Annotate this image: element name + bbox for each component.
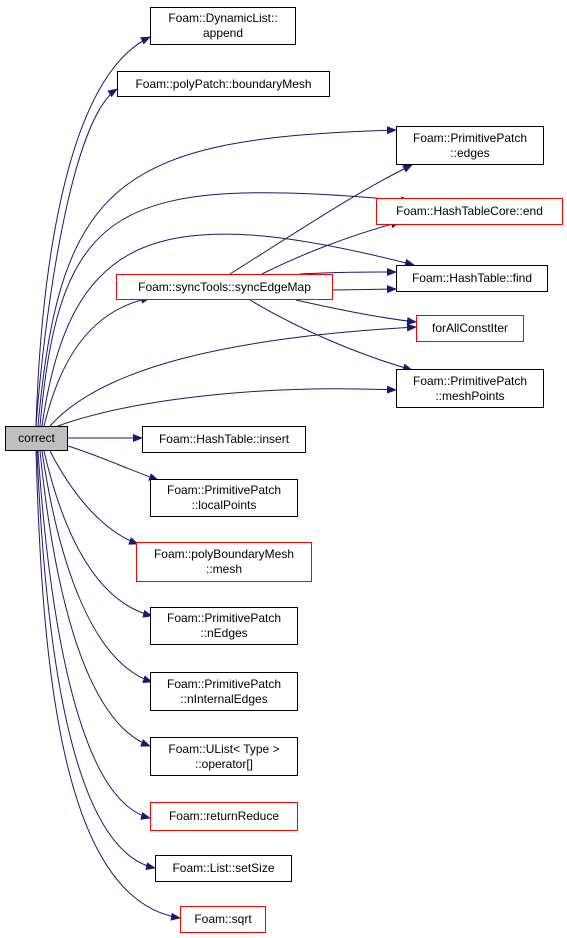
edge-correct-to-pbm-mesh [49,450,139,545]
node-label-line: forAllConstIter [431,321,509,335]
node-label-line: Foam::PrimitivePatch [166,676,282,691]
edge-correct-to-forallconstiter [49,323,417,427]
node-label-line: Foam::syncTools::syncEdgeMap [138,279,311,294]
edge-correct-to-prim-ninternaledges [41,450,153,683]
node-label-line: Foam::HashTable::insert [158,432,290,446]
node-prim-ninternaledges[interactable]: Foam::PrimitivePatch::nInternalEdges [150,672,298,711]
node-label-line: correct [18,431,55,445]
node-label-line: Foam::returnReduce [168,809,280,823]
edge-sync-edgemap-to-prim-edges [229,164,413,275]
node-ulist-operator[interactable]: Foam::UList< Type >::operator[] [150,737,298,776]
node-label-line: Foam::polyBoundaryMesh [153,547,295,561]
edge-correct-to-prim-edges [37,126,397,427]
node-label-line: ::mesh [205,562,242,576]
node-htc-end[interactable]: Foam::HashTableCore::end [376,198,563,225]
node-label-line: Foam::List::setSize [172,861,275,875]
node-pbm-mesh[interactable]: Foam::polyBoundaryMesh::mesh [136,542,312,582]
node-dl-append[interactable]: Foam::DynamicList::append [150,7,296,45]
node-prim-edges[interactable]: Foam::PrimitivePatch::edges [396,126,544,165]
edge-correct-to-htc-end [39,192,411,427]
edge-sync-edgemap-to-htc-end [261,220,401,275]
edge-sync-edgemap-to-prim-meshpoints [249,299,413,372]
node-label-line: Foam::HashTableCore::end [396,204,543,218]
edge-correct-to-ht-find [41,233,415,427]
edge-correct-to-sync-edgemap [43,295,151,427]
node-label-line: Foam::DynamicList:: [168,11,278,25]
edge-correct-to-prim-nedges [43,450,153,618]
edge-correct-to-returnreduce [37,450,151,820]
node-label-line: Foam::polyPatch::boundaryMesh [135,76,312,91]
node-label-line: Foam::PrimitivePatch [166,611,282,625]
node-label-line: Foam::UList< Type > [168,741,280,756]
edges-layer [35,36,417,921]
node-label-line: ::operator[] [194,756,254,771]
node-label-line: Foam::sqrt [194,912,252,926]
node-prim-localpoints[interactable]: Foam::PrimitivePatch::localPoints [150,479,298,517]
node-prim-meshpoints[interactable]: Foam::PrimitivePatch::meshPoints [396,369,544,408]
edge-sync-edgemap-to-ht-find-alt [299,268,397,277]
node-pp-boundarymesh[interactable]: Foam::polyPatch::boundaryMesh [117,71,330,97]
node-label-line: Foam::PrimitivePatch [166,483,282,497]
node-sync-edgemap[interactable]: Foam::syncTools::syncEdgeMap [116,274,333,300]
edge-sync-edgemap-to-ht-find [332,285,397,294]
node-list-setsize[interactable]: Foam::List::setSize [155,855,292,882]
edge-correct-to-prim-meshpoints [57,385,397,427]
edge-correct-to-pp-boundarymesh [35,88,118,427]
node-prim-nedges[interactable]: Foam::PrimitivePatch::nEdges [150,607,298,645]
edge-correct-to-dl-append [35,36,151,427]
node-returnreduce[interactable]: Foam::returnReduce [150,802,298,831]
edge-correct-to-ulist-operator [39,450,151,747]
node-label-line: Foam::PrimitivePatch [412,373,528,388]
node-ht-insert[interactable]: Foam::HashTable::insert [142,426,306,453]
edge-correct-to-list-setsize [36,450,156,871]
node-label-line: Foam::HashTable::find [411,271,533,285]
edge-correct-to-sqrt [35,450,181,921]
node-correct: correct [5,426,68,451]
node-label-line: ::nEdges [200,626,248,640]
node-label-line: ::nInternalEdges [180,691,268,706]
node-label-line: ::meshPoints [435,388,505,403]
node-forallconstiter[interactable]: forAllConstIter [416,315,524,342]
node-label-line: append [202,26,244,40]
node-label-line: ::localPoints [191,498,257,512]
node-label-line: Foam::PrimitivePatch [412,130,528,145]
node-ht-find[interactable]: Foam::HashTable::find [396,265,548,292]
edge-sync-edgemap-to-forallconstiter [295,299,417,325]
edge-correct-to-prim-localpoints [67,445,159,481]
node-sqrt[interactable]: Foam::sqrt [180,906,266,933]
node-label-line: ::edges [450,145,490,160]
